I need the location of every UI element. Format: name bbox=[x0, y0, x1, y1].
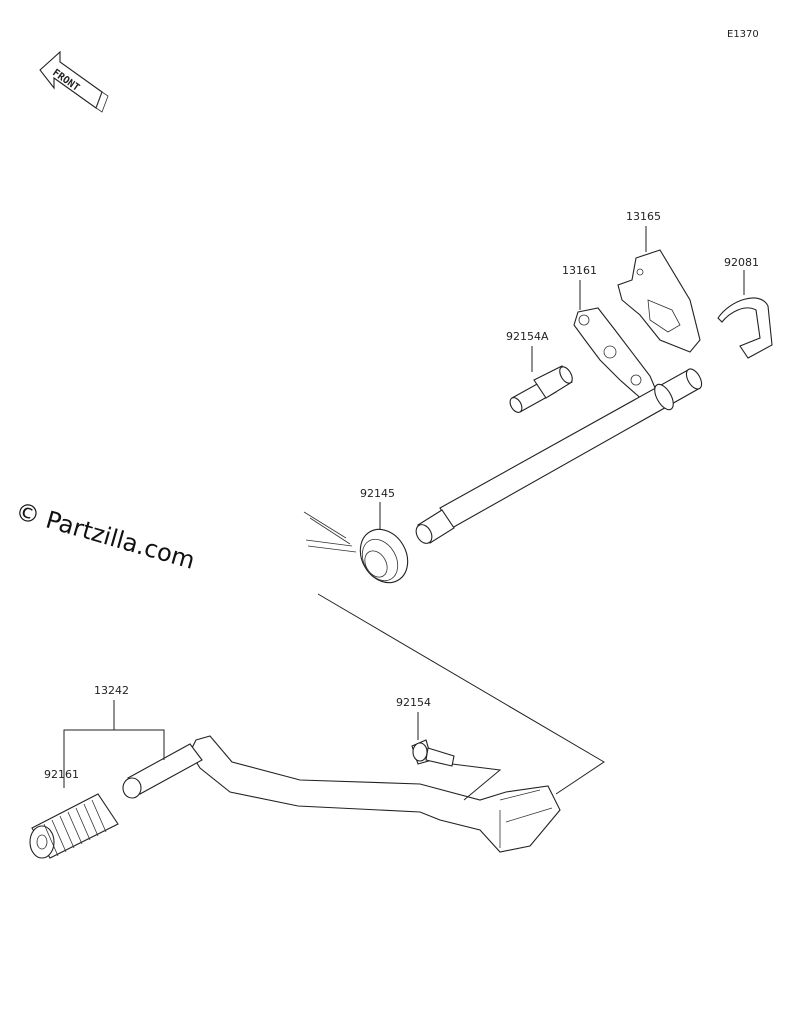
label-13165: 13165 bbox=[626, 210, 661, 223]
part-13165-plate bbox=[617, 249, 701, 353]
part-13242-shift-pedal bbox=[122, 735, 561, 853]
label-92161: 92161 bbox=[44, 768, 79, 781]
diagram-code: E1370 bbox=[727, 29, 759, 40]
front-arrow-icon: FRONT bbox=[39, 50, 109, 113]
part-13161-shaft bbox=[415, 368, 703, 544]
part-92161-pedal-rubber bbox=[29, 793, 119, 859]
label-13161: 13161 bbox=[562, 264, 597, 277]
part-92154-bolt bbox=[411, 739, 455, 767]
label-92145: 92145 bbox=[360, 487, 395, 500]
part-92081-clip bbox=[717, 297, 773, 359]
label-13242: 13242 bbox=[94, 684, 129, 697]
part-92154A-bolt bbox=[509, 365, 573, 413]
part-92145-spring bbox=[303, 511, 409, 584]
label-92154A: 92154A bbox=[506, 330, 549, 343]
watermark: © Partzilla.com bbox=[12, 497, 198, 575]
label-92154: 92154 bbox=[396, 696, 431, 709]
label-92081: 92081 bbox=[724, 256, 759, 269]
